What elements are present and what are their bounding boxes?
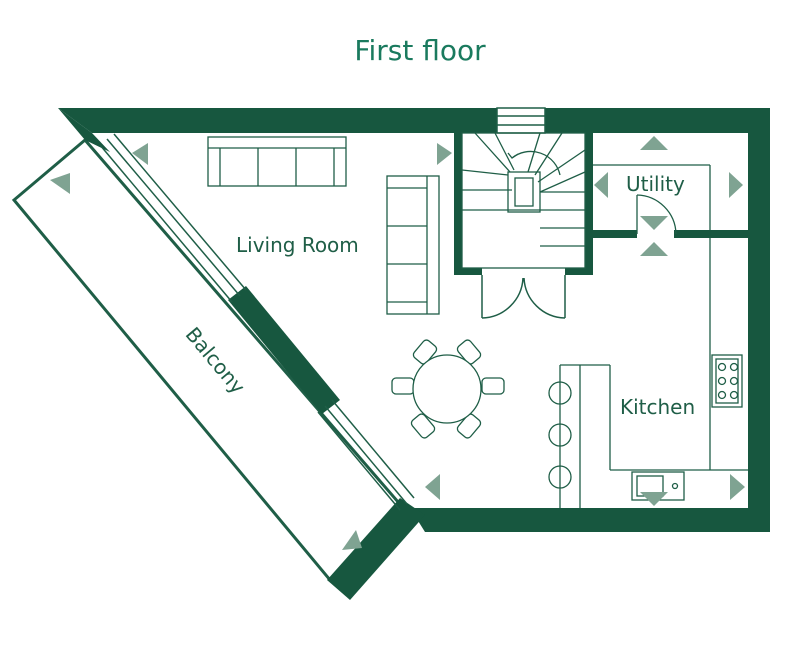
room-label-living-room: Living Room [236, 233, 359, 257]
stairwell-walls [454, 133, 593, 275]
floor-title: First floor [354, 34, 486, 67]
view-markers [50, 136, 745, 550]
sofa-vertical [386, 175, 440, 315]
balcony-door-upper [99, 133, 247, 303]
utility-walls [593, 230, 748, 238]
balcony-door-lower [317, 399, 415, 511]
utility-outline [593, 164, 711, 235]
staircase [461, 132, 586, 269]
dining-set [391, 339, 505, 439]
room-label-balcony: Balcony [181, 322, 250, 398]
stair-doors [481, 275, 566, 319]
room-label-utility: Utility [626, 172, 685, 196]
top-window [496, 107, 546, 134]
sofa-horizontal [207, 136, 347, 187]
room-label-kitchen: Kitchen [620, 395, 695, 419]
bar-stools [548, 381, 572, 489]
hob [711, 354, 743, 408]
kitchen-counter [559, 238, 748, 508]
exterior-walls [58, 108, 770, 600]
